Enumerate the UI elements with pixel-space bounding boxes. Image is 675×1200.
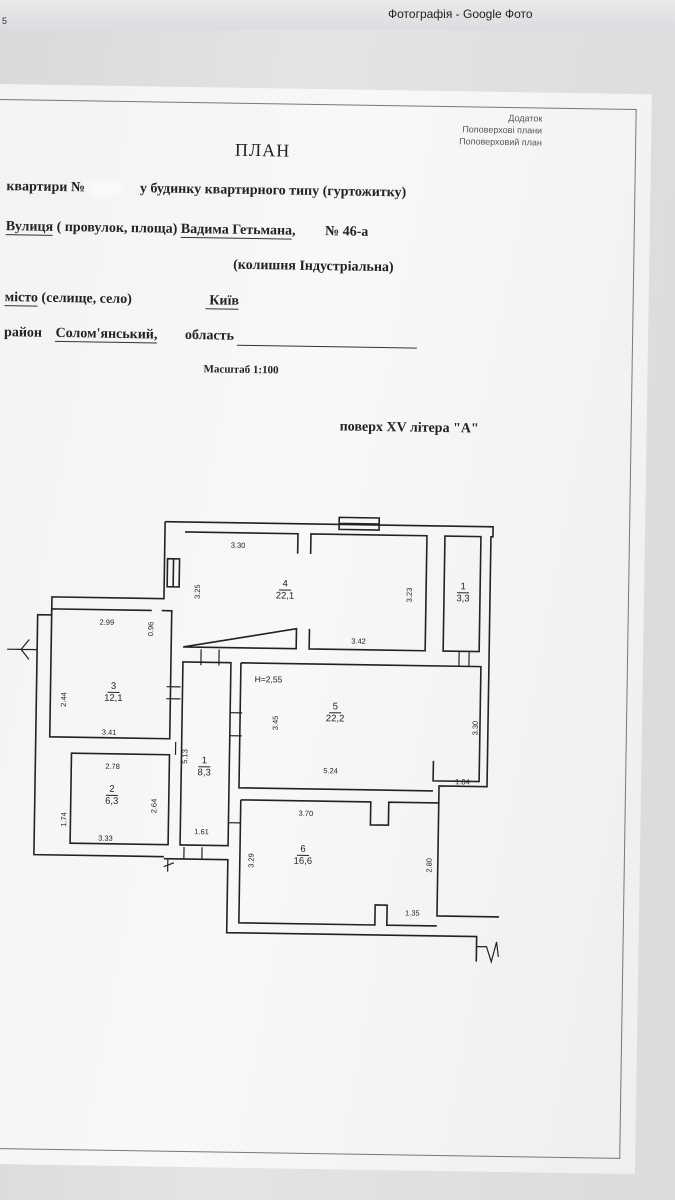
balcony-walls	[442, 535, 482, 653]
exit-mark	[476, 941, 499, 964]
dim-label: 1.04	[455, 777, 470, 787]
dim-label: 3.30	[230, 540, 246, 550]
window-titlebar: 5 Фотографія - Google Фото	[0, 0, 675, 30]
room-label: 2 6,3	[99, 783, 125, 807]
room-area: 6,3	[105, 795, 119, 807]
dim-label: 5.13	[180, 749, 190, 764]
dim-label: 2.99	[99, 617, 115, 627]
room-area: 22,2	[325, 713, 345, 725]
room-label: 3 12,1	[98, 680, 128, 705]
room-number: 5	[329, 701, 341, 714]
room-4-walls	[183, 531, 428, 652]
dim-label: 3.42	[351, 636, 366, 646]
room-area: 22,1	[275, 590, 295, 602]
outer-wall	[165, 520, 499, 918]
dim-label: 3.30	[470, 720, 480, 736]
dim-label: 3.29	[246, 853, 256, 868]
corridor-walls	[179, 661, 232, 847]
dim-label: 2.80	[424, 857, 434, 873]
room-label: 1 8,3	[189, 755, 219, 778]
edge-mark: 5	[2, 16, 8, 26]
window-title: Фотографія - Google Фото	[388, 7, 533, 21]
dim-label: 3.23	[404, 587, 414, 603]
room-number: 1	[198, 755, 211, 768]
outer-wall	[163, 857, 478, 962]
dim-label: 5.24	[323, 766, 338, 776]
exit-mark	[163, 858, 175, 872]
dim-label: 3.70	[298, 808, 314, 819]
room-area: 3,3	[456, 593, 470, 605]
room-area: 12,1	[104, 692, 123, 705]
room-6-walls	[238, 799, 439, 927]
room-5-walls	[238, 662, 482, 792]
window-mark	[338, 516, 381, 531]
room-number: 6	[297, 843, 309, 856]
room-area: 8,3	[197, 767, 211, 779]
document-photo: Додаток Поповерхові плани Поповерховий п…	[0, 84, 652, 1175]
dim-label: 2.78	[105, 761, 120, 771]
dim-label: 2.64	[149, 798, 159, 814]
dim-label: 0.96	[146, 621, 156, 637]
floor-plan	[7, 516, 499, 964]
room-3-walls	[48, 608, 173, 740]
room-label: 4 22,1	[270, 578, 300, 602]
dim-label: 3.41	[101, 727, 117, 737]
room-2-walls	[69, 752, 171, 846]
room-area: 16,6	[293, 855, 313, 867]
window-mark	[166, 557, 181, 588]
dim-label: 2.44	[59, 692, 69, 707]
dim-label: 3.45	[270, 715, 280, 731]
dim-label: 3.33	[98, 833, 113, 843]
room-number: 2	[106, 783, 118, 796]
room-number: 3	[107, 680, 120, 693]
door-marks	[166, 649, 470, 860]
room-label: 1 3,3	[450, 581, 476, 604]
dim-label: 1.61	[194, 827, 209, 837]
room-number: 1	[457, 581, 469, 594]
ceiling-height: Н=2,55	[254, 674, 283, 685]
exit-mark	[7, 639, 38, 660]
dim-label: 3.25	[192, 584, 202, 600]
dim-label: 1.35	[404, 908, 420, 918]
room-label: 6 16,6	[288, 843, 318, 867]
room-label: 5 22,2	[320, 701, 350, 724]
dim-label: 1.74	[59, 812, 69, 827]
room-number: 4	[279, 578, 291, 591]
